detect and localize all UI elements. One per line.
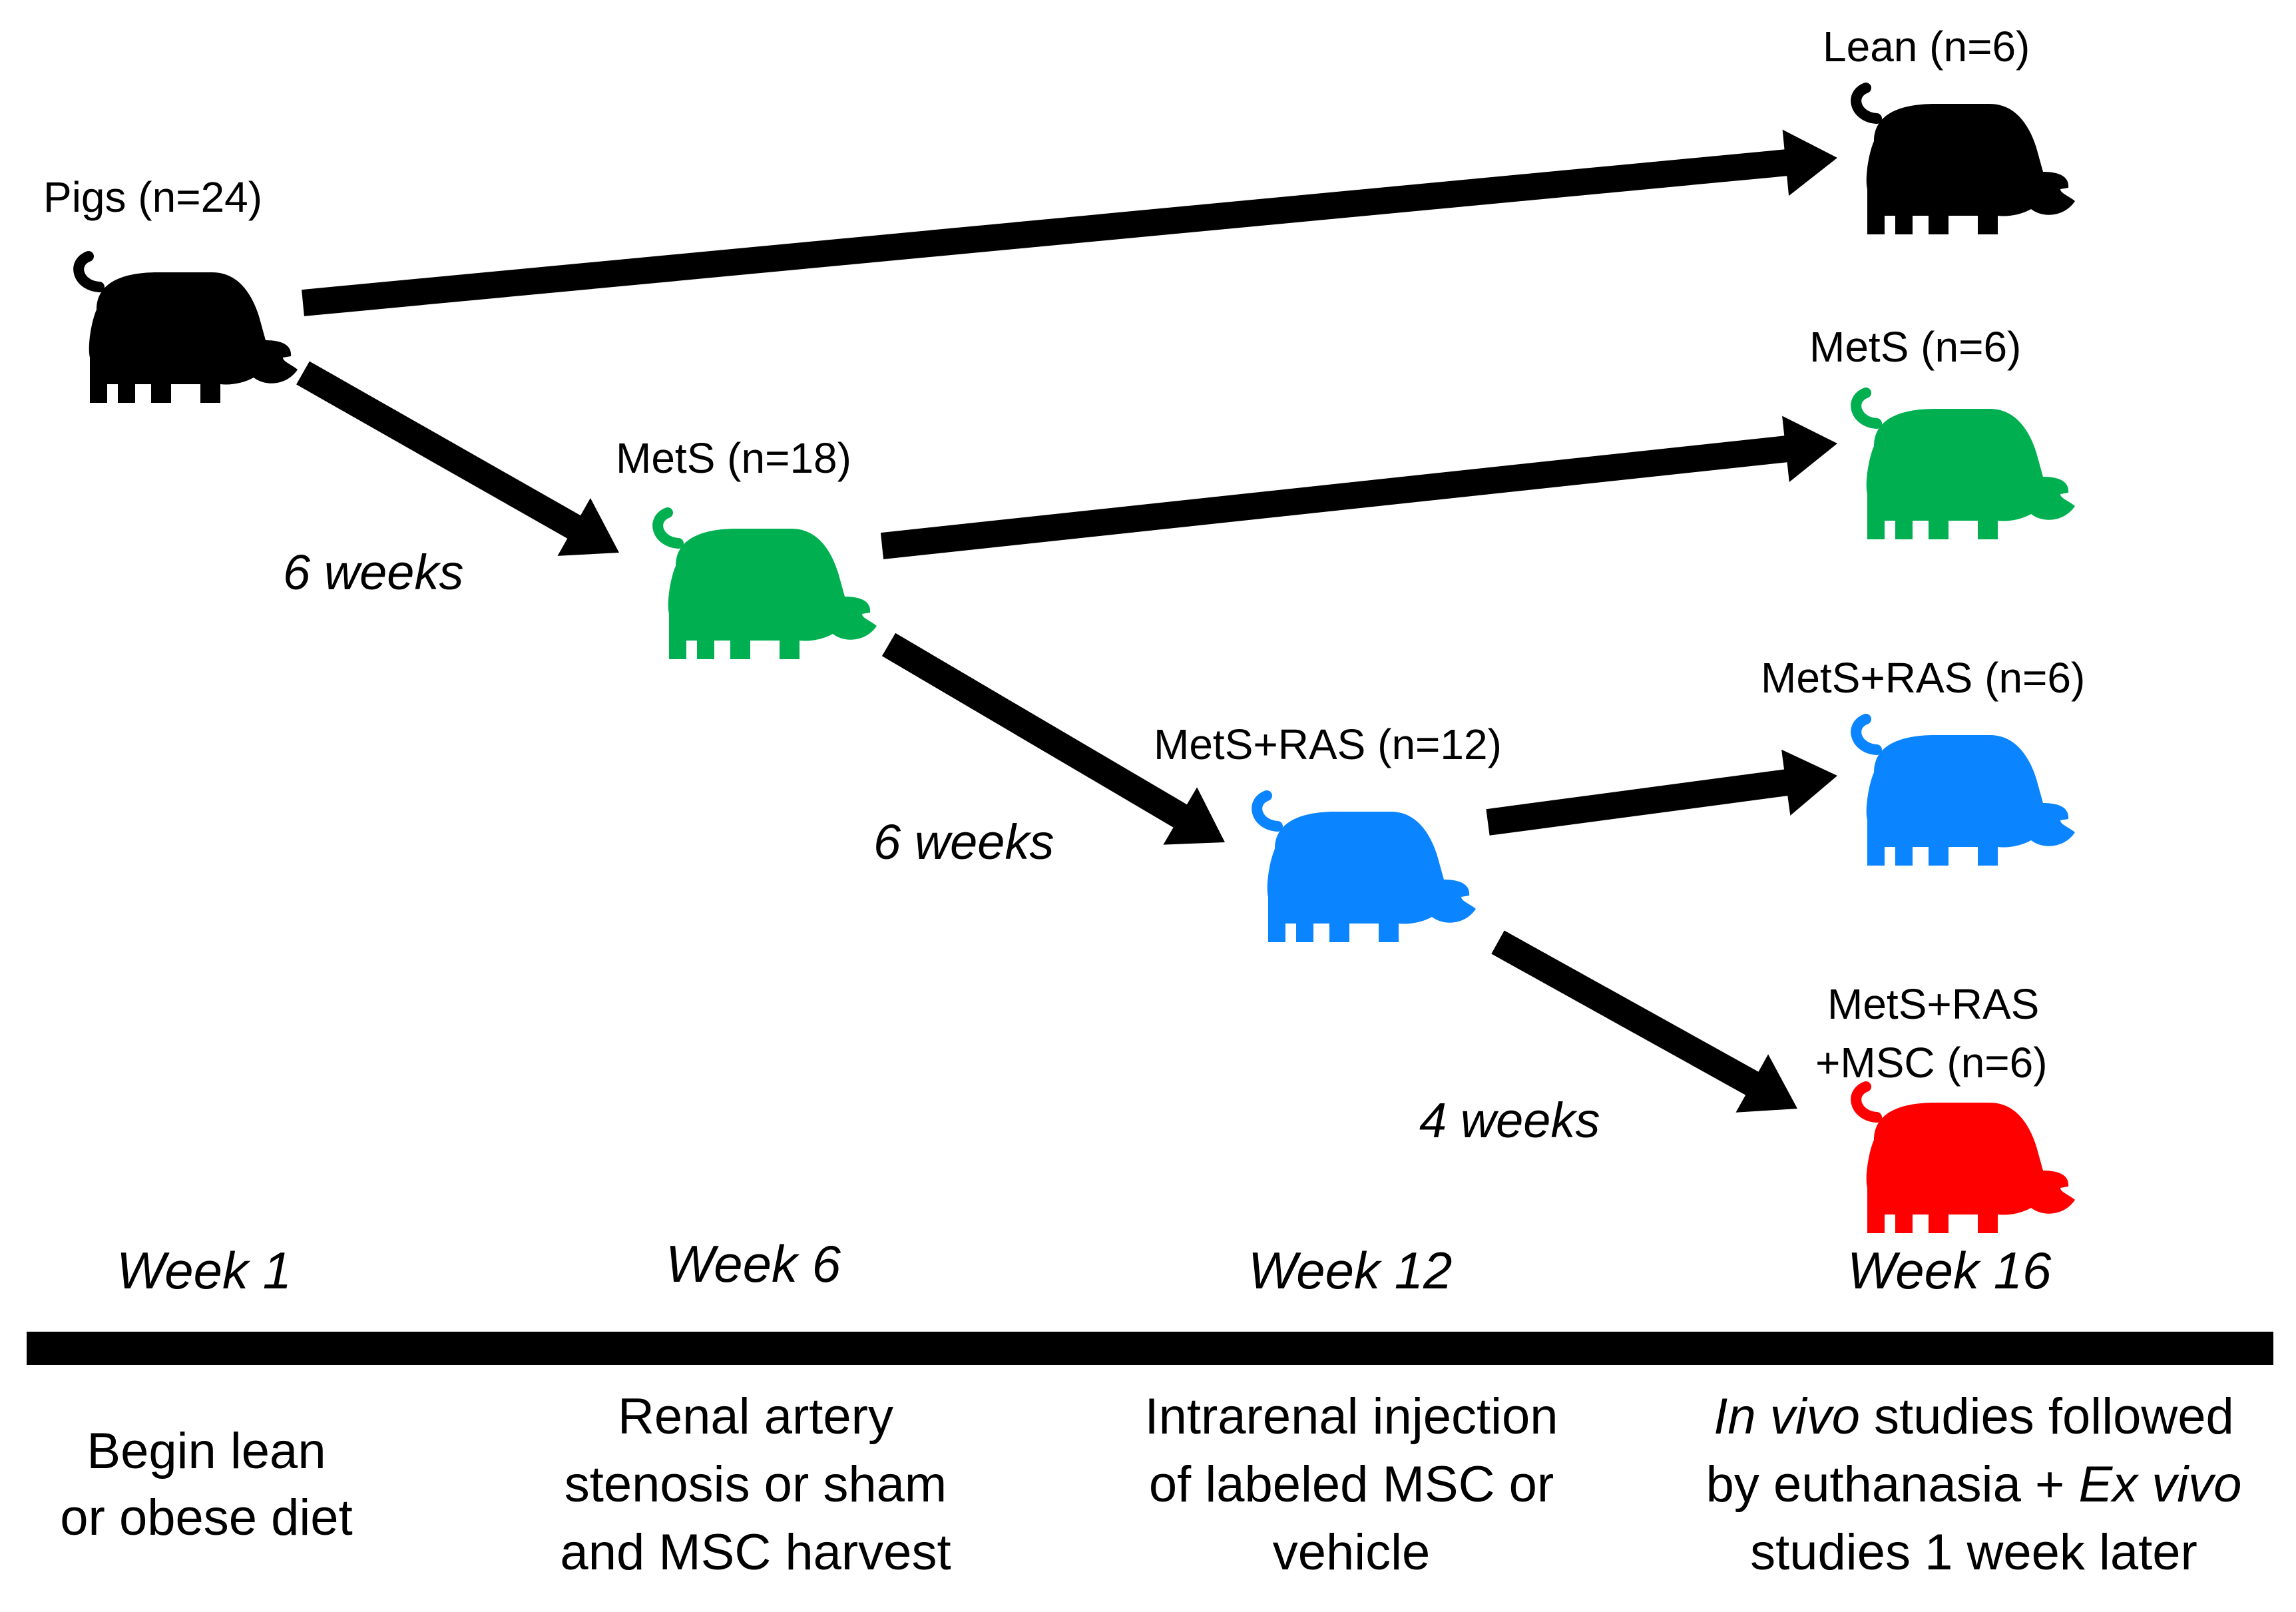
week-label-12: Week 12 <box>1248 1241 1452 1300</box>
arrow-mets-ras-to-end <box>1486 749 1837 836</box>
label-mets-ras-msc-end-group-line2: +MSC (n=6) <box>1815 1039 2048 1087</box>
pig-icon-start <box>79 256 298 403</box>
pig-icon-lean-end <box>1856 88 2075 234</box>
event-week-6-line-2: stenosis or sham <box>565 1456 947 1513</box>
pig-icon-mets-mid <box>658 513 877 659</box>
event-week-16-line-2-rest: by euthanasia + <box>1706 1456 2079 1513</box>
pig-icon-mets-end <box>1856 393 2075 539</box>
event-week-1-line-2: or obese diet <box>60 1489 352 1546</box>
duration-label-second: 6 weeks <box>873 814 1054 870</box>
week-label-16: Week 16 <box>1847 1241 2052 1300</box>
event-week-6-line-3: and MSC harvest <box>560 1524 951 1581</box>
pig-icon-mets-ras-end <box>1856 719 2075 866</box>
label-mets-mid-group: MetS (n=18) <box>616 434 851 482</box>
pig-icon-mets-ras-msc-end <box>1856 1087 2075 1233</box>
event-week-1: Begin lean or obese diet <box>60 1423 352 1546</box>
event-week-12-line-2: of labeled MSC or <box>1149 1456 1554 1513</box>
event-week-16-line-2: by euthanasia + Ex vivo <box>1706 1456 2242 1513</box>
event-week-16-line-3: studies 1 week later <box>1750 1524 2197 1581</box>
event-week-1-line-1: Begin lean <box>87 1423 326 1479</box>
event-week-16-line-1-rest: studies followed <box>1860 1388 2234 1445</box>
pig-icon-mets-ras-mid <box>1257 796 1476 942</box>
week-label-6: Week 6 <box>666 1234 841 1293</box>
arrow-mets-to-mets-ras <box>881 633 1225 845</box>
label-lean-end-group: Lean (n=6) <box>1823 23 2030 71</box>
event-week-16-line-1: In vivo studies followed <box>1714 1388 2234 1445</box>
event-week-6: Renal artery stenosis or sham and MSC ha… <box>560 1388 951 1581</box>
duration-label-first: 6 weeks <box>283 545 463 600</box>
arrow-start-to-lean <box>302 129 1837 316</box>
event-week-12-line-3: vehicle <box>1273 1524 1431 1581</box>
event-week-16-in-vivo: In vivo <box>1714 1388 1860 1445</box>
event-week-16-ex-vivo: Ex vivo <box>2078 1456 2241 1513</box>
label-mets-ras-end-group: MetS+RAS (n=6) <box>1761 654 2085 702</box>
event-week-12-line-1: Intrarenal injection <box>1144 1388 1558 1445</box>
event-week-6-line-1: Renal artery <box>618 1388 893 1445</box>
arrow-mets-to-mets-end <box>880 415 1837 559</box>
duration-label-third: 4 weeks <box>1419 1093 1600 1148</box>
arrow-mets-ras-to-msc <box>1491 930 1797 1113</box>
event-week-16: In vivo studies followed by euthanasia +… <box>1706 1388 2242 1581</box>
timeline-bar <box>27 1332 2273 1365</box>
arrow-start-to-mets <box>296 361 619 556</box>
arrows-layer <box>296 129 1837 1113</box>
label-start-group: Pigs (n=24) <box>43 173 262 221</box>
label-mets-ras-msc-end-group-line1: MetS+RAS <box>1827 980 2039 1028</box>
label-mets-ras-mid-group: MetS+RAS (n=12) <box>1154 720 1502 768</box>
label-mets-end-group: MetS (n=6) <box>1809 323 2021 371</box>
event-week-12: Intrarenal injection of labeled MSC or v… <box>1144 1388 1558 1581</box>
week-label-1: Week 1 <box>116 1241 292 1300</box>
